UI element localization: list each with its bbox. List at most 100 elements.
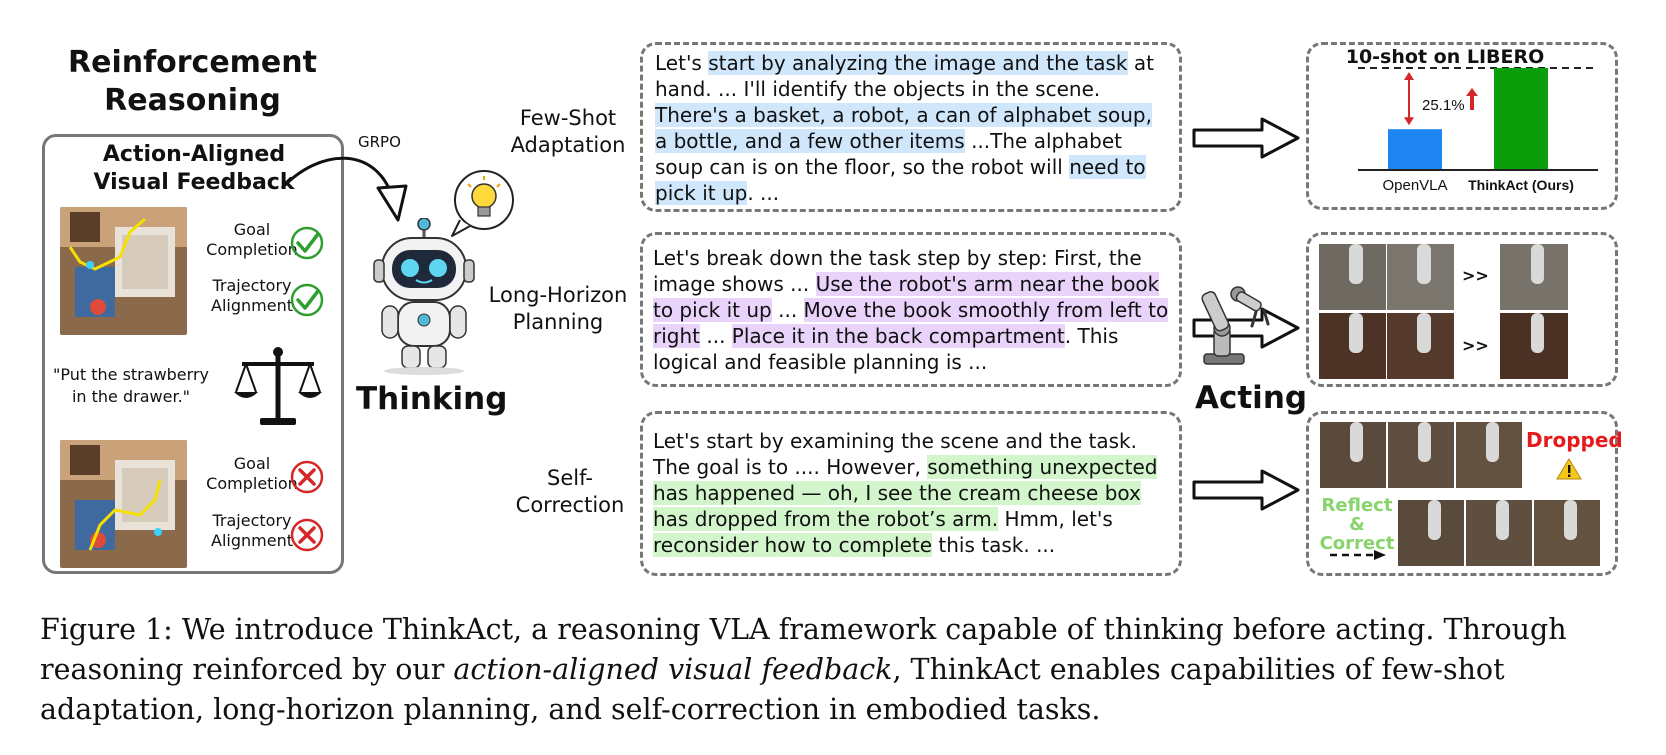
chart-title: 10-shot on LIBERO: [1345, 46, 1545, 68]
robot-arm-shape: [1485, 422, 1499, 462]
self-correction-frame: [1534, 500, 1600, 566]
criterion-goal-completion: Goal Completion: [202, 220, 302, 260]
sequence-separator: >>: [1462, 266, 1489, 285]
long-horizon-frame: [1387, 244, 1454, 310]
robot-arm-shape: [1349, 244, 1363, 284]
ability-line2: Adaptation: [510, 133, 626, 157]
gap-arrow-head: [1404, 72, 1414, 80]
arrow-right-icon: [1192, 469, 1300, 511]
long-horizon-frame: [1319, 244, 1386, 310]
robot-arm-shape: [1530, 244, 1545, 284]
robot-arm-shape: [1530, 313, 1545, 353]
ability-few-shot: Few-Shot Adaptation: [503, 105, 633, 159]
ability-line1: Few-Shot: [519, 106, 617, 130]
long-horizon-result-box: [1306, 232, 1618, 387]
robot-arm-shape: [1427, 500, 1441, 540]
highlighted-phrase: start by analyzing the image and the tas…: [708, 51, 1128, 75]
reasoning-phrase: . This logical and feasible planning is …: [653, 324, 1119, 374]
reasoning-phrase: at hand. ... I'll identify the objects i…: [655, 51, 1154, 101]
panel-title-line2: Visual Feedback: [93, 170, 295, 195]
highlighted-phrase: something unexpected has happened — oh, …: [653, 455, 1158, 531]
criterion-goal-completion: Goal Completion: [202, 454, 302, 494]
robot-arm-shape: [1417, 422, 1431, 462]
balance-scale-icon: [234, 347, 322, 425]
reflect-line1: Reflect: [1321, 495, 1393, 516]
criterion-line2: Completion: [206, 240, 298, 259]
figure-caption: Figure 1: We introduce ThinkAct, a reaso…: [40, 610, 1630, 730]
long-horizon-frame: [1500, 244, 1568, 310]
highlighted-phrase: Place it in the back compartment: [731, 324, 1065, 348]
task-instruction: "Put the strawberry in the drawer.": [46, 364, 216, 408]
criterion-line1: Trajectory: [212, 276, 292, 295]
chart-category-label: OpenVLA: [1382, 177, 1447, 194]
reasoning-phrase: . ...: [747, 181, 780, 205]
feedback-panel-title: Action-Aligned Visual Feedback: [92, 141, 296, 197]
check-icon: [290, 283, 324, 317]
criterion-trajectory-alignment: Trajectory Alignment: [202, 511, 302, 551]
long-horizon-frame: [1387, 313, 1454, 379]
chart-category-label: ThinkAct (Ours): [1468, 177, 1574, 193]
lightbulb-icon: [451, 170, 514, 237]
caption-part2: , ThinkAct enables capabilities of few-s…: [40, 653, 1505, 726]
gain-annotation: 25.1%: [1422, 97, 1465, 114]
robot-arm-shape: [1417, 313, 1431, 353]
robot-mascot-icon: [373, 218, 475, 375]
caption-part1: Figure 1: We introduce ThinkAct, a reaso…: [40, 613, 1567, 686]
robot-arm-shape: [1495, 500, 1509, 540]
ability-line2: Correction: [515, 493, 625, 517]
acting-label: Acting: [1195, 380, 1308, 416]
self-correction-frame: [1466, 500, 1532, 566]
grpo-label: GRPO: [358, 133, 401, 151]
robot-arm-shape: [1417, 244, 1431, 284]
few-shot-reasoning-box: Let's start by analyzing the image and t…: [640, 42, 1182, 212]
robot-arm-shape: [1563, 500, 1577, 540]
libero-bar-chart: OpenVLA ThinkAct (Ours) 25.1%: [1358, 67, 1598, 194]
dashed-arrow-icon: [1330, 550, 1386, 560]
ability-line1: Long-Horizon: [488, 283, 628, 307]
thinking-label: Thinking: [356, 381, 508, 417]
chart-bar: [1494, 68, 1548, 170]
self-correction-result-box: [1306, 411, 1618, 576]
failure-trajectory-image: [60, 440, 187, 568]
robot-arm-icon: [1201, 286, 1270, 365]
reflect-correct-label: Reflect & Correct: [1312, 496, 1402, 553]
title-line2: Reasoning: [104, 83, 281, 118]
feedback-panel: [42, 134, 344, 574]
reasoning-phrase: Hmm, let's: [998, 507, 1113, 531]
dropped-label: Dropped: [1526, 428, 1623, 452]
reinforcement-reasoning-title: Reinforcement Reasoning: [40, 44, 345, 120]
arrow-right-icon: [1192, 117, 1300, 159]
criterion-line2: Completion: [206, 474, 298, 493]
self-correction-reasoning-text: Let's start by examining the scene and t…: [643, 414, 1179, 558]
long-horizon-reasoning-text: Let's break down the task step by step: …: [643, 235, 1179, 375]
ability-line2: Planning: [512, 310, 604, 334]
criterion-line1: Goal: [233, 454, 271, 473]
long-horizon-frame: [1500, 313, 1568, 379]
reasoning-phrase: ...The alphabet soup can is on the floor…: [655, 129, 1122, 179]
title-line1: Reinforcement: [68, 45, 317, 80]
instruction-line2: in the drawer.": [71, 387, 191, 406]
up-arrow-icon: [1466, 88, 1478, 110]
robot-arm-shape: [1349, 422, 1363, 462]
criterion-line1: Goal: [233, 220, 271, 239]
ability-long-horizon: Long-Horizon Planning: [485, 282, 631, 336]
sequence-separator: >>: [1462, 336, 1489, 355]
long-horizon-reasoning-box: Let's break down the task step by step: …: [640, 232, 1182, 387]
robot-arm-shape: [1349, 313, 1363, 353]
self-correction-frame: [1456, 422, 1522, 488]
self-correction-frame: [1320, 422, 1386, 488]
highlighted-phrase: reconsider how to complete: [653, 533, 933, 557]
instruction-line1: "Put the strawberry: [53, 365, 209, 384]
chart-bar: [1388, 129, 1442, 170]
reflect-line2: &: [1349, 514, 1365, 535]
gap-arrow-head: [1404, 117, 1414, 126]
criterion-line1: Trajectory: [212, 511, 292, 530]
caption-italic: action-aligned visual feedback: [453, 653, 893, 686]
few-shot-reasoning-text: Let's start by analyzing the image and t…: [643, 45, 1179, 206]
self-correction-reasoning-box: Let's start by examining the scene and t…: [640, 411, 1182, 576]
panel-title-line1: Action-Aligned: [102, 142, 286, 167]
cross-icon: [290, 518, 324, 552]
self-correction-frame: [1388, 422, 1454, 488]
reasoning-phrase: this task. ...: [932, 533, 1056, 557]
long-horizon-frame: [1319, 313, 1386, 379]
